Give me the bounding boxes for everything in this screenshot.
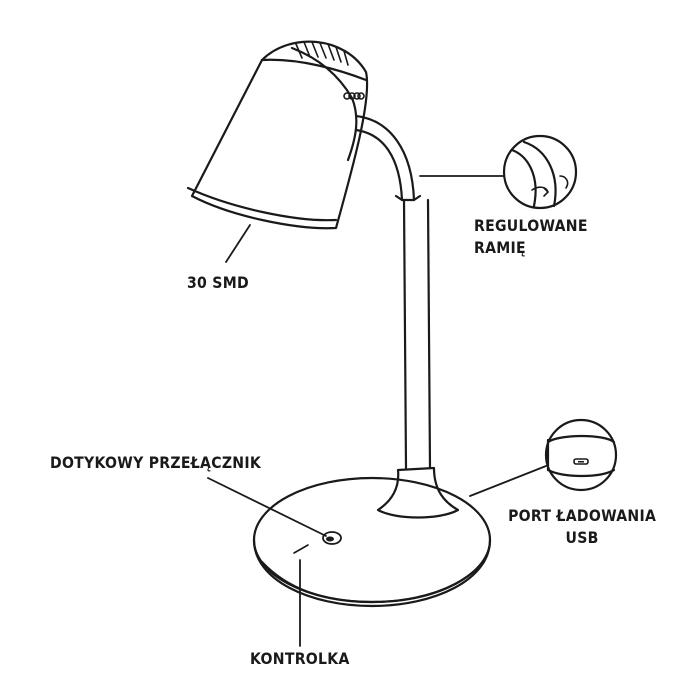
label-touch-switch: DOTYKOWY PRZEŁĄCZNIK (50, 453, 262, 472)
vent-slots (295, 41, 349, 66)
leader-lines (207, 175, 547, 647)
detail-usb-port (544, 418, 618, 492)
leader-smd (225, 224, 251, 263)
label-indicator: KONTROLKA (250, 649, 350, 668)
leader-switch (207, 477, 327, 537)
label-30-smd: 30 SMD (187, 273, 249, 292)
gooseneck-arm (354, 114, 422, 202)
label-usb-port: PORT ŁADOWANIA USB (508, 505, 656, 549)
leader-usb (469, 465, 547, 497)
detail-arm-joint (502, 134, 578, 210)
lamp-head (186, 40, 369, 230)
side-dots (343, 92, 365, 100)
lamp-base (252, 476, 492, 608)
label-arm-line1: REGULOWANE (474, 216, 588, 235)
lamp-pole (376, 198, 460, 519)
label-arm-line2: RAMIĘ (474, 238, 526, 257)
label-usb-line1: PORT ŁADOWANIA (508, 506, 657, 525)
label-usb-line2: USB (565, 528, 599, 547)
label-adjustable-arm: REGULOWANE RAMIĘ (474, 215, 588, 259)
